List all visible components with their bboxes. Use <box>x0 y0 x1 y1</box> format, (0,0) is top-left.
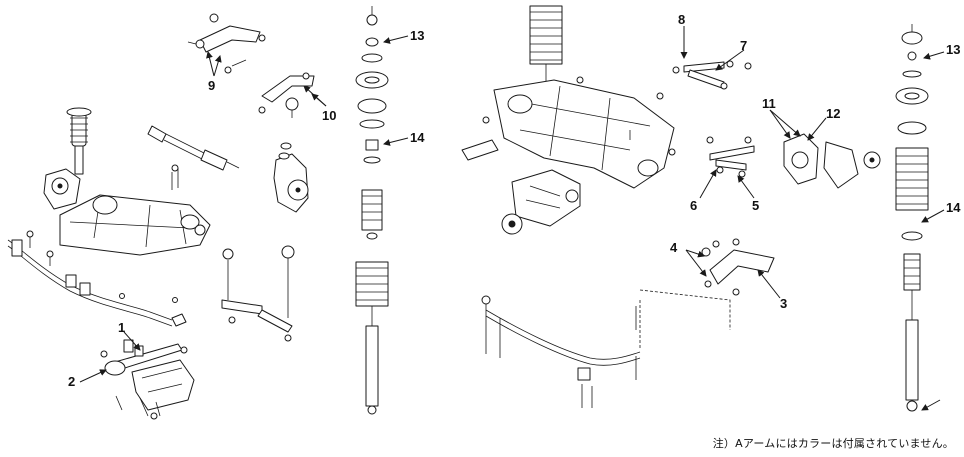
rear-a-arm <box>701 238 775 296</box>
front-toe-link <box>221 245 295 342</box>
rear-hub-knuckle <box>783 133 881 189</box>
front-drive-shaft <box>147 125 240 171</box>
rear-coilover-column <box>895 24 929 412</box>
front-upright-hub <box>273 142 309 213</box>
callout-7: 7 <box>740 38 747 53</box>
callout-13-rear: 13 <box>946 42 960 57</box>
callout-13-front: 13 <box>410 28 424 43</box>
callout-labels: 1 2 3 4 5 6 7 8 9 10 11 12 13 14 13 14 <box>68 12 961 389</box>
callout-6: 6 <box>690 198 697 213</box>
leader-lines <box>79 26 945 411</box>
rear-subframe <box>461 76 676 189</box>
front-lower-arm <box>100 339 188 376</box>
callout-5: 5 <box>752 198 759 213</box>
callout-10: 10 <box>322 108 336 123</box>
callout-3: 3 <box>780 296 787 311</box>
front-upper-arm-10 <box>258 72 315 118</box>
front-stabilizer-bar <box>7 230 187 327</box>
callout-11: 11 <box>762 96 776 111</box>
callout-12: 12 <box>826 106 840 121</box>
rear-stabilizer-bar <box>481 289 731 408</box>
callout-4: 4 <box>670 240 678 255</box>
callout-1: 1 <box>118 320 125 335</box>
front-strut-assembly <box>66 107 92 175</box>
callout-14-rear: 14 <box>946 200 961 215</box>
front-bolts-mid <box>171 164 179 190</box>
callout-2: 2 <box>68 374 75 389</box>
front-coilover-column <box>355 6 389 415</box>
rear-link-7-8 <box>672 60 752 90</box>
callout-8: 8 <box>678 12 685 27</box>
footnote: 注）Aアームにはカラーは付属されていません。 <box>712 437 954 450</box>
rear-differential <box>501 169 581 235</box>
front-upper-arm-9 <box>187 13 266 74</box>
front-subframe <box>59 194 211 256</box>
front-arm-bracket <box>115 359 195 420</box>
rear-link-5-6 <box>706 136 755 178</box>
rear-coil-spring-top <box>529 5 563 90</box>
callout-9: 9 <box>208 78 215 93</box>
front-knuckle <box>43 168 81 210</box>
callout-14-front: 14 <box>410 130 425 145</box>
